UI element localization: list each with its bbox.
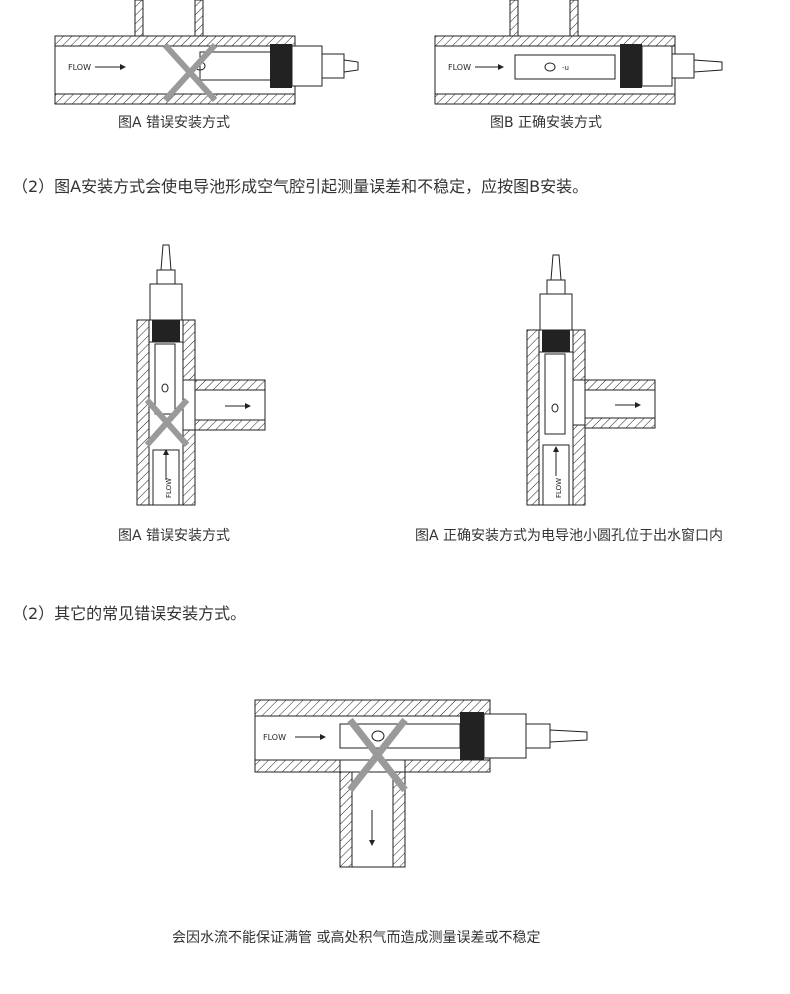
figure-vertical-wrong: FLOW <box>136 244 266 506</box>
figure-vertical-right: FLOW <box>526 254 656 506</box>
figure-horizontal-wrong: FLOW <box>54 0 359 105</box>
flow-label: FLOW <box>448 63 471 72</box>
caption-wrong-vertical: 图A 错误安装方式 <box>118 528 231 544</box>
flow-label: FLOW <box>68 63 91 72</box>
note-other-wrong: （2）其它的常见错误安装方式。 <box>12 604 247 623</box>
cross-mark-icon <box>347 717 408 793</box>
cross-mark-icon <box>144 398 190 447</box>
note-install-explanation: （2）图A安装方式会使电导池形成空气腔引起测量误差和不稳定，应按图B安装。 <box>12 177 589 196</box>
cross-mark-icon <box>162 42 218 103</box>
caption-right-vertical: 图A 正确安装方式为电导池小圆孔位于出水窗口内 <box>415 528 724 544</box>
svg-text:-u: -u <box>562 64 569 72</box>
flow-label: FLOW <box>555 478 563 498</box>
figure-horizontal-right: -u FLOW <box>434 0 723 105</box>
caption-right-horizontal: 图B 正确安装方式 <box>490 115 603 131</box>
caption-downward-wrong: 会因水流不能保证满管 或高处积气而造成测量误差或不稳定 <box>172 930 541 946</box>
flow-label: FLOW <box>263 733 286 742</box>
caption-wrong-horizontal: 图A 错误安装方式 <box>118 115 231 131</box>
figure-downward-wrong: FLOW <box>254 699 588 868</box>
flow-label: FLOW <box>165 478 173 498</box>
